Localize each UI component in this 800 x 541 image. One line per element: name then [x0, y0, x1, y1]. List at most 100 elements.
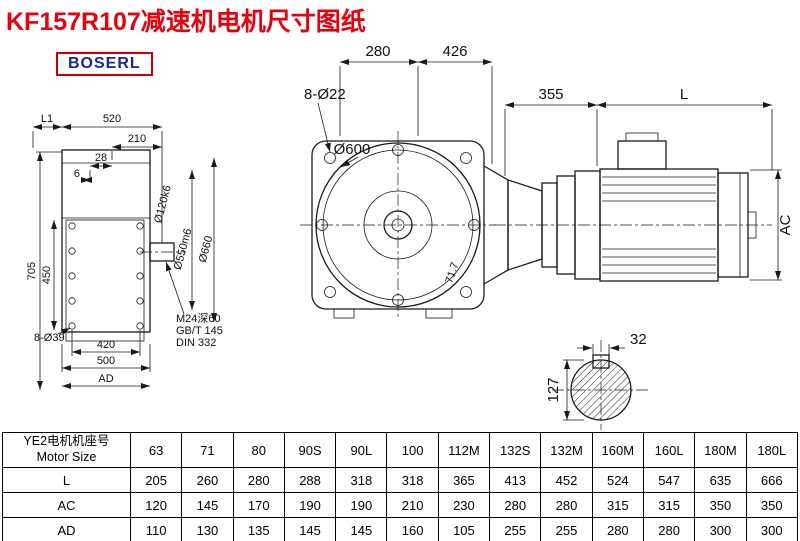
cell-AD-71: 130	[181, 517, 234, 541]
cell-L-180L: 666	[745, 467, 799, 493]
keyway	[592, 354, 610, 369]
dim-6-label: 6	[74, 168, 80, 180]
cell-AC-71: 145	[181, 492, 234, 518]
dim-520-label: 520	[103, 113, 121, 125]
dim-280-label: 280	[365, 43, 390, 60]
angle-label: 71.7	[443, 261, 461, 285]
motor-size-col-180L: 180L	[745, 432, 799, 468]
cell-AD-180L: 300	[745, 517, 799, 541]
shaft-section-circle	[570, 359, 632, 421]
cell-L-90L: 318	[335, 467, 388, 493]
motor-size-col-180M: 180M	[694, 432, 747, 468]
cell-AD-90S: 145	[283, 517, 337, 541]
front-view-dimensions	[317, 59, 493, 168]
dim-420-label: 420	[97, 339, 115, 351]
cell-AD-180M: 300	[694, 517, 747, 541]
cell-AD-63: 110	[129, 517, 183, 541]
thread-note-2: GB/T 145	[176, 325, 223, 337]
motor-size-col-90S: 90S	[283, 432, 337, 468]
cell-L-160M: 524	[591, 467, 644, 493]
cell-L-80: 280	[232, 467, 285, 493]
motor-size-col-132S: 132S	[489, 432, 542, 468]
dim-32-label: 32	[630, 331, 647, 348]
dim-500-label: 500	[97, 355, 115, 367]
dim-450-label: 450	[41, 266, 53, 284]
shaft-dimensions	[563, 344, 625, 421]
cell-AC-160M: 315	[591, 492, 644, 518]
motor-size-col-160M: 160M	[591, 432, 644, 468]
shaft-section-view: 32 127	[545, 331, 650, 430]
cell-L-132S: 413	[489, 467, 542, 493]
cell-AC-180L: 350	[745, 492, 799, 518]
row-label-AC: AC	[2, 492, 131, 518]
row-label-AD: AD	[2, 517, 131, 541]
row-label-L: L	[2, 467, 131, 493]
cell-AC-63: 120	[129, 492, 183, 518]
cell-AD-90L: 145	[335, 517, 388, 541]
dim-spigot-dia-label: Ø550m6	[172, 227, 195, 271]
dim-210-label: 210	[128, 133, 146, 145]
cell-L-160L: 547	[642, 467, 696, 493]
motor-size-col-112M: 112M	[437, 432, 491, 468]
dim-8xO39-label: 8-Ø39	[34, 332, 65, 344]
fan-cap	[747, 211, 757, 239]
terminal-box	[617, 140, 667, 170]
cell-AC-90L: 190	[335, 492, 388, 518]
cell-AC-100: 210	[386, 492, 439, 518]
dim-L1-label: L1	[41, 113, 53, 125]
dim-O600-label: Ø600	[334, 141, 371, 158]
motor-size-col-71: 71	[181, 432, 234, 468]
cell-L-132M: 452	[540, 467, 593, 493]
cell-AD-132S: 255	[489, 517, 542, 541]
cell-AD-80: 135	[232, 517, 285, 541]
dim-flange-dia-label: Ø660	[197, 235, 216, 264]
left-view-dimensions	[32, 124, 217, 390]
front-view: 280 426 8-Ø22 Ø600 71.7	[300, 43, 509, 319]
cell-AC-160L: 315	[642, 492, 696, 518]
dim-AD-label: AD	[98, 373, 113, 385]
drawing-svg: L1 520 210 28 6 705 450 8-Ø39 420 500 AD…	[26, 43, 794, 430]
dim-8xO22-label: 8-Ø22	[304, 86, 346, 103]
cell-L-180M: 635	[694, 467, 747, 493]
gearbox-housing-outline	[61, 149, 186, 342]
dim-shaft-dia-label: Ø120k6	[152, 184, 174, 224]
cell-L-112M: 365	[437, 467, 491, 493]
cell-AC-132M: 280	[540, 492, 593, 518]
motor-view: 355 L AC	[494, 86, 794, 282]
motor-dimensions	[504, 102, 782, 281]
motor-size-col-80: 80	[232, 432, 285, 468]
thread-note-1: M24深60	[176, 312, 221, 325]
dim-L-label: L	[680, 86, 688, 103]
page-title: KF157R107减速机电机尺寸图纸	[6, 8, 366, 36]
cell-AC-80: 170	[232, 492, 285, 518]
left-view: L1 520 210 28 6 705 450 8-Ø39 420 500 AD…	[26, 113, 223, 390]
cell-L-100: 318	[386, 467, 439, 493]
dim-705-label: 705	[26, 262, 38, 280]
motor-size-col-100: 100	[386, 432, 439, 468]
cell-AC-90S: 190	[283, 492, 337, 518]
thread-note-3: DIN 332	[176, 337, 216, 349]
dim-127-label: 127	[545, 377, 562, 402]
cell-L-71: 260	[181, 467, 234, 493]
flange-bolt-holes	[68, 222, 144, 330]
cell-AD-160L: 280	[642, 517, 696, 541]
dim-426-label: 426	[442, 43, 467, 60]
cell-AD-132M: 255	[540, 517, 593, 541]
housing-foot-left	[333, 308, 355, 319]
cell-AD-160M: 280	[591, 517, 644, 541]
motor-size-col-132M: 132M	[540, 432, 593, 468]
cell-AD-112M: 105	[437, 517, 491, 541]
brand-logo: BOSERL	[56, 52, 153, 76]
cell-AC-132S: 280	[489, 492, 542, 518]
cell-AC-180M: 350	[694, 492, 747, 518]
cell-L-90S: 288	[283, 467, 337, 493]
terminal-box-lid	[625, 132, 659, 142]
